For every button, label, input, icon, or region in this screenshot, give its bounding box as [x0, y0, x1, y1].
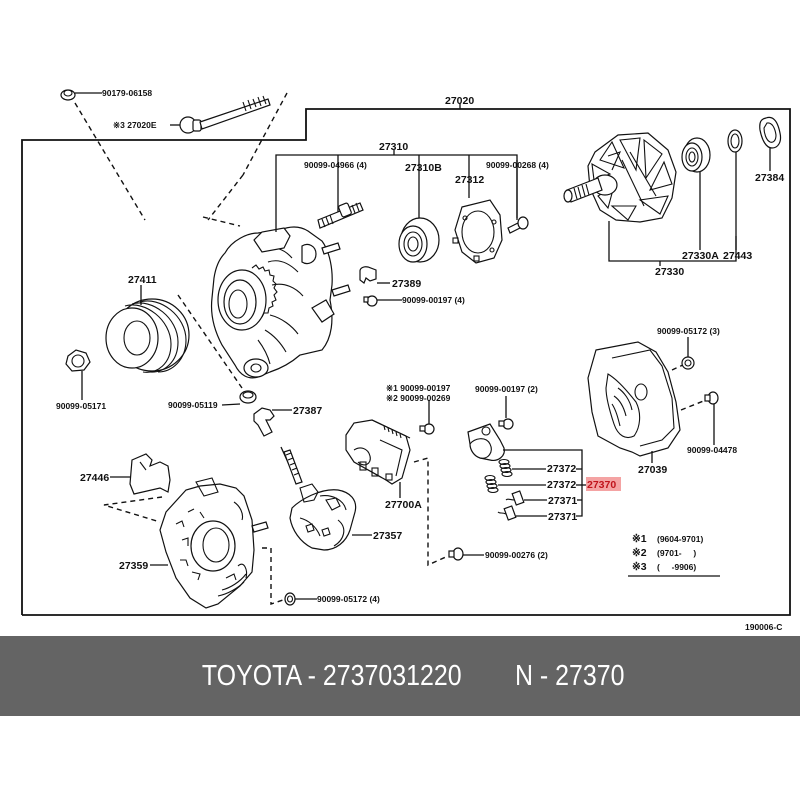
- nut-90099-05172-4[interactable]: [284, 592, 317, 606]
- label-90099-00197-2[interactable]: 90099-00197 (2): [475, 384, 538, 394]
- part-number-banner: TOYOTA - 2737031220 N - 27370: [0, 636, 800, 716]
- washer-90099-05119[interactable]: [221, 390, 257, 406]
- dashed-guide: [413, 457, 449, 567]
- insulator-27387[interactable]: [253, 407, 292, 437]
- dashed-guide: [177, 294, 243, 389]
- bolt-27020E[interactable]: [170, 95, 271, 134]
- regulator-27700A[interactable]: [345, 419, 411, 498]
- label-90099-05171[interactable]: 90099-05171: [56, 401, 106, 411]
- screw-90099-04478[interactable]: [704, 391, 719, 445]
- label-27411[interactable]: 27411: [128, 274, 157, 286]
- pulley-27411[interactable]: [105, 285, 190, 373]
- highlight-27370[interactable]: 27370: [586, 477, 621, 491]
- nut-90099-05172-3[interactable]: [681, 337, 695, 370]
- legend-mark-1: ※1: [632, 533, 647, 545]
- label-27330[interactable]: 27330: [655, 266, 684, 278]
- ring-27443[interactable]: [727, 129, 743, 250]
- blank-footer: [0, 716, 800, 800]
- figure-code: 190006-C: [745, 622, 782, 632]
- rear-cover-27039[interactable]: [587, 341, 681, 463]
- label-27357[interactable]: 27357: [373, 530, 402, 542]
- dashed-guide: [242, 92, 288, 176]
- label-note2-90099-00269[interactable]: ※2 90099-00269: [386, 393, 451, 403]
- label-90099-05172-3[interactable]: 90099-05172 (3): [657, 326, 720, 336]
- brush-27371-a[interactable]: [505, 490, 547, 506]
- dashed-guide: [262, 547, 290, 605]
- label-27310[interactable]: 27310: [379, 141, 408, 153]
- screw-90099-00268[interactable]: [507, 160, 529, 234]
- legend-range-3: ( -9906): [657, 562, 696, 572]
- label-27384[interactable]: 27384: [755, 172, 784, 184]
- bracket-27389[interactable]: [359, 266, 390, 284]
- label-90099-05172-4[interactable]: 90099-05172 (4): [317, 594, 380, 604]
- label-27387[interactable]: 27387: [293, 405, 322, 417]
- dashed-guide: [103, 496, 163, 523]
- label-27371-b[interactable]: 27371: [548, 511, 577, 523]
- label-90179-06158[interactable]: 90179-06158: [102, 88, 152, 98]
- banner-text-group: TOYOTA - 2737031220 N - 27370: [175, 627, 625, 726]
- nut-90099-05171[interactable]: [65, 349, 91, 400]
- parts-diagram: 27020 90179-06158 ※3 27020E 27310 90099-…: [21, 88, 791, 632]
- label-90099-04478[interactable]: 90099-04478: [687, 445, 737, 455]
- label-27312[interactable]: 27312: [455, 174, 484, 186]
- retainer-27312[interactable]: [452, 199, 503, 264]
- screw-90099-00276[interactable]: [448, 547, 484, 561]
- legend-range-2: (9701- ): [657, 548, 696, 558]
- nut-90179-06158[interactable]: [60, 89, 102, 101]
- label-note1-90099-00197[interactable]: ※1 90099-00197: [386, 383, 451, 393]
- screw-90099-00197-00269[interactable]: [419, 400, 435, 435]
- label-27039[interactable]: 27039: [638, 464, 667, 476]
- dashed-guide: [207, 174, 244, 221]
- legend-mark-3: ※3: [632, 561, 647, 573]
- stud-bolt-90099-04966[interactable]: [317, 202, 364, 229]
- label-27020E[interactable]: ※3 27020E: [113, 120, 157, 130]
- label-27389[interactable]: 27389: [392, 278, 421, 290]
- legend-mark-2: ※2: [632, 547, 647, 559]
- label-27020[interactable]: 27020: [445, 95, 474, 107]
- spring-27372-a[interactable]: [498, 458, 546, 478]
- label-90099-00197-4[interactable]: 90099-00197 (4): [402, 295, 465, 305]
- label-27359[interactable]: 27359: [119, 560, 148, 572]
- label-27443[interactable]: 27443: [723, 250, 752, 262]
- terminal-cover-27446[interactable]: [110, 453, 171, 495]
- screw-90099-00197-4[interactable]: [363, 295, 402, 307]
- label-27371-a[interactable]: 27371: [548, 495, 577, 507]
- label-90099-00276[interactable]: 90099-00276 (2): [485, 550, 548, 560]
- brush-holder-27370[interactable]: [467, 423, 583, 517]
- reference-number: N - 27370: [515, 659, 625, 692]
- label-27310B[interactable]: 27310B: [405, 162, 442, 174]
- label-27700A[interactable]: 27700A: [385, 499, 422, 511]
- bearing-27330A[interactable]: [681, 137, 711, 250]
- legend-range-1: (9604-9701): [657, 534, 703, 544]
- brush-27371-b[interactable]: [497, 505, 547, 521]
- assembly-frame: [21, 108, 791, 616]
- dashed-guide: [680, 399, 707, 411]
- drive-end-housing[interactable]: [210, 226, 351, 379]
- spring-27372-b[interactable]: [484, 474, 546, 494]
- label-27330A[interactable]: 27330A: [682, 250, 719, 262]
- label-27372-a[interactable]: 27372: [547, 463, 576, 475]
- rectifier-27357[interactable]: [280, 446, 372, 551]
- label-27446[interactable]: 27446: [80, 472, 109, 484]
- oem-part-number: TOYOTA - 2737031220: [202, 659, 463, 692]
- label-90099-05119[interactable]: 90099-05119: [168, 400, 218, 410]
- rectifier-end-frame-27359[interactable]: [150, 477, 269, 609]
- bearing-27310B[interactable]: [398, 217, 440, 263]
- label-27372-b[interactable]: 27372: [547, 479, 576, 491]
- dashed-guide: [202, 216, 241, 227]
- rotor-27330[interactable]: [563, 132, 737, 266]
- highlight-box: [586, 477, 621, 491]
- legend: ※1 (9604-9701) ※2 (9701- ) ※3 ( -9906): [628, 533, 720, 577]
- screw-90099-00197-2[interactable]: [498, 396, 514, 430]
- label-27370[interactable]: 27370: [587, 479, 616, 491]
- cover-27384[interactable]: [759, 116, 782, 171]
- label-90099-04966[interactable]: 90099-04966 (4): [304, 160, 367, 170]
- dashed-guide: [74, 102, 146, 221]
